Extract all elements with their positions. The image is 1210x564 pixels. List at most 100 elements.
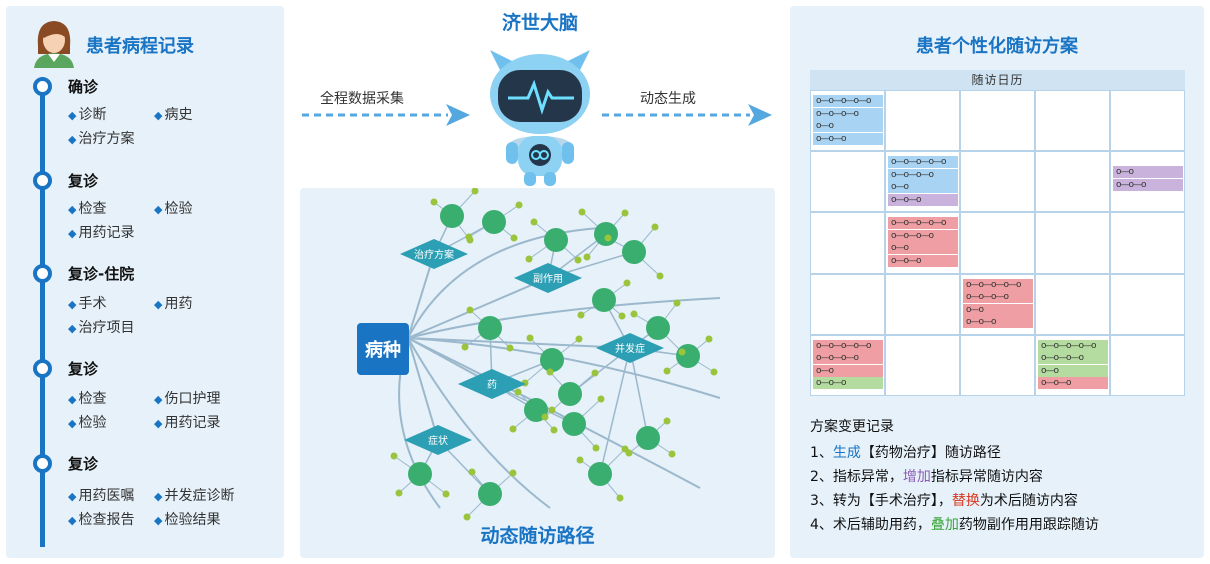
calendar-event[interactable]: o—o—o bbox=[888, 193, 958, 206]
calendar-cell[interactable] bbox=[885, 151, 960, 213]
network-leaf bbox=[710, 368, 718, 376]
network-leaf bbox=[630, 310, 638, 318]
calendar-cell[interactable] bbox=[1035, 90, 1110, 152]
network-leaf bbox=[575, 335, 583, 343]
calendar-event[interactable]: o—o—o bbox=[888, 254, 958, 267]
calendar-event[interactable]: o—o—o—o—o bbox=[813, 339, 883, 352]
network-node bbox=[646, 316, 670, 340]
network-leaf bbox=[578, 208, 586, 216]
calendar-cell[interactable] bbox=[960, 334, 1035, 396]
calendar-event[interactable]: o—o bbox=[888, 181, 958, 194]
calendar-event[interactable]: o—o—o bbox=[1113, 178, 1183, 191]
branch-label: 并发症 bbox=[615, 342, 645, 355]
network-leaf bbox=[442, 490, 450, 498]
network-leaf bbox=[463, 513, 471, 521]
arrow-right-icon bbox=[602, 104, 772, 126]
calendar-cell[interactable] bbox=[960, 212, 1035, 274]
branch-diamond bbox=[404, 425, 472, 455]
calendar-event[interactable]: o—o—o bbox=[963, 316, 1033, 329]
calendar-event[interactable]: o—o—o—o—o bbox=[963, 278, 1033, 291]
network-leaf bbox=[705, 335, 713, 343]
calendar-event[interactable]: o—o bbox=[1113, 166, 1183, 179]
calendar-cell[interactable] bbox=[810, 212, 885, 274]
stage-item: ◆检查 bbox=[68, 391, 107, 407]
calendar-event[interactable]: o—o—o—o bbox=[888, 168, 958, 181]
network-leaf bbox=[526, 334, 534, 342]
calendar-event[interactable]: o—o—o bbox=[813, 377, 883, 390]
calendar-cell[interactable] bbox=[1110, 151, 1185, 213]
stage-item: ◆用药记录 bbox=[68, 225, 135, 241]
calendar-event[interactable]: o—o bbox=[963, 303, 1033, 316]
calendar-cell[interactable] bbox=[885, 273, 960, 335]
calendar-cell[interactable] bbox=[810, 90, 885, 152]
calendar-cell[interactable] bbox=[810, 273, 885, 335]
calendar-event[interactable]: o—o—o—o—o bbox=[888, 217, 958, 230]
calendar-cell[interactable] bbox=[885, 90, 960, 152]
calendar-event[interactable]: o—o—o—o bbox=[963, 291, 1033, 304]
calendar-cell[interactable] bbox=[1035, 273, 1110, 335]
calendar-event[interactable]: o—o bbox=[813, 364, 883, 377]
network-leaf bbox=[465, 233, 473, 241]
network-leaf bbox=[663, 367, 671, 375]
network-node bbox=[540, 348, 564, 372]
calendar-event[interactable]: o—o—o bbox=[813, 132, 883, 145]
calendar-cell[interactable] bbox=[960, 90, 1035, 152]
calendar-event[interactable]: o—o bbox=[888, 242, 958, 255]
calendar-header: 随访日历 bbox=[810, 70, 1185, 90]
network-leaf bbox=[597, 395, 605, 403]
calendar-cell[interactable] bbox=[1110, 212, 1185, 274]
calendar-cell[interactable] bbox=[960, 151, 1035, 213]
network-leaf bbox=[466, 306, 474, 314]
network-leaf bbox=[576, 456, 584, 464]
network-leaf bbox=[510, 234, 518, 242]
calendar-event[interactable]: o—o bbox=[1038, 364, 1108, 377]
network-link bbox=[599, 347, 631, 475]
calendar-cell[interactable] bbox=[885, 334, 960, 396]
arrow-label-generate: 动态生成 bbox=[640, 91, 696, 107]
network-leaf bbox=[592, 444, 600, 452]
arrow-label-collect: 全程数据采集 bbox=[320, 91, 404, 107]
calendar-event[interactable]: o—o—o—o—o bbox=[813, 95, 883, 107]
disease-node: 病种 bbox=[357, 323, 409, 375]
calendar-cell[interactable] bbox=[1035, 334, 1110, 396]
calendar-event[interactable]: o—o—o bbox=[1038, 377, 1108, 390]
stage-item: ◆检验结果 bbox=[154, 512, 221, 528]
network-leaf bbox=[621, 209, 629, 217]
calendar-cell[interactable] bbox=[810, 334, 885, 396]
calendar-event[interactable]: o—o bbox=[813, 120, 883, 132]
network-leaf bbox=[471, 188, 479, 195]
change-record-item: 3、转为【手术治疗】，替换为术后随访内容 bbox=[810, 493, 1078, 509]
stage-item: ◆病史 bbox=[154, 107, 193, 123]
network-link bbox=[629, 347, 649, 439]
calendar-cell[interactable] bbox=[1110, 90, 1185, 152]
stage-item: ◆检验 bbox=[154, 201, 193, 217]
calendar-cell[interactable] bbox=[1035, 212, 1110, 274]
calendar-cell[interactable] bbox=[1110, 273, 1185, 335]
network-leaf bbox=[395, 489, 403, 497]
network-node bbox=[544, 228, 568, 252]
calendar-cell[interactable] bbox=[1035, 151, 1110, 213]
calendar-event[interactable]: o—o—o—o bbox=[888, 229, 958, 242]
calendar-event[interactable]: o—o—o—o—o bbox=[888, 156, 958, 169]
calendar-event[interactable]: o—o—o—o—o bbox=[1038, 339, 1108, 352]
stage-title: 确诊 bbox=[68, 78, 99, 96]
network-link bbox=[407, 297, 721, 339]
network-node bbox=[440, 204, 464, 228]
calendar-cell[interactable] bbox=[885, 212, 960, 274]
stage-title: 复诊 bbox=[68, 455, 99, 473]
calendar-event[interactable]: o—o—o—o bbox=[1038, 352, 1108, 365]
timeline-dot bbox=[33, 359, 52, 378]
calendar-event[interactable]: o—o—o—o bbox=[813, 107, 883, 120]
calendar-cell[interactable] bbox=[1110, 334, 1185, 396]
network-leaf bbox=[550, 426, 558, 434]
calendar-cell[interactable] bbox=[810, 151, 885, 213]
stage-item: ◆手术 bbox=[68, 296, 107, 312]
stage-title: 复诊-住院 bbox=[68, 265, 135, 283]
network-node bbox=[478, 316, 502, 340]
network-node bbox=[558, 382, 582, 406]
calendar-cell[interactable] bbox=[960, 273, 1035, 335]
network-node bbox=[636, 426, 660, 450]
patient-avatar-icon bbox=[34, 21, 74, 68]
calendar-event[interactable]: o—o—o—o bbox=[813, 352, 883, 365]
